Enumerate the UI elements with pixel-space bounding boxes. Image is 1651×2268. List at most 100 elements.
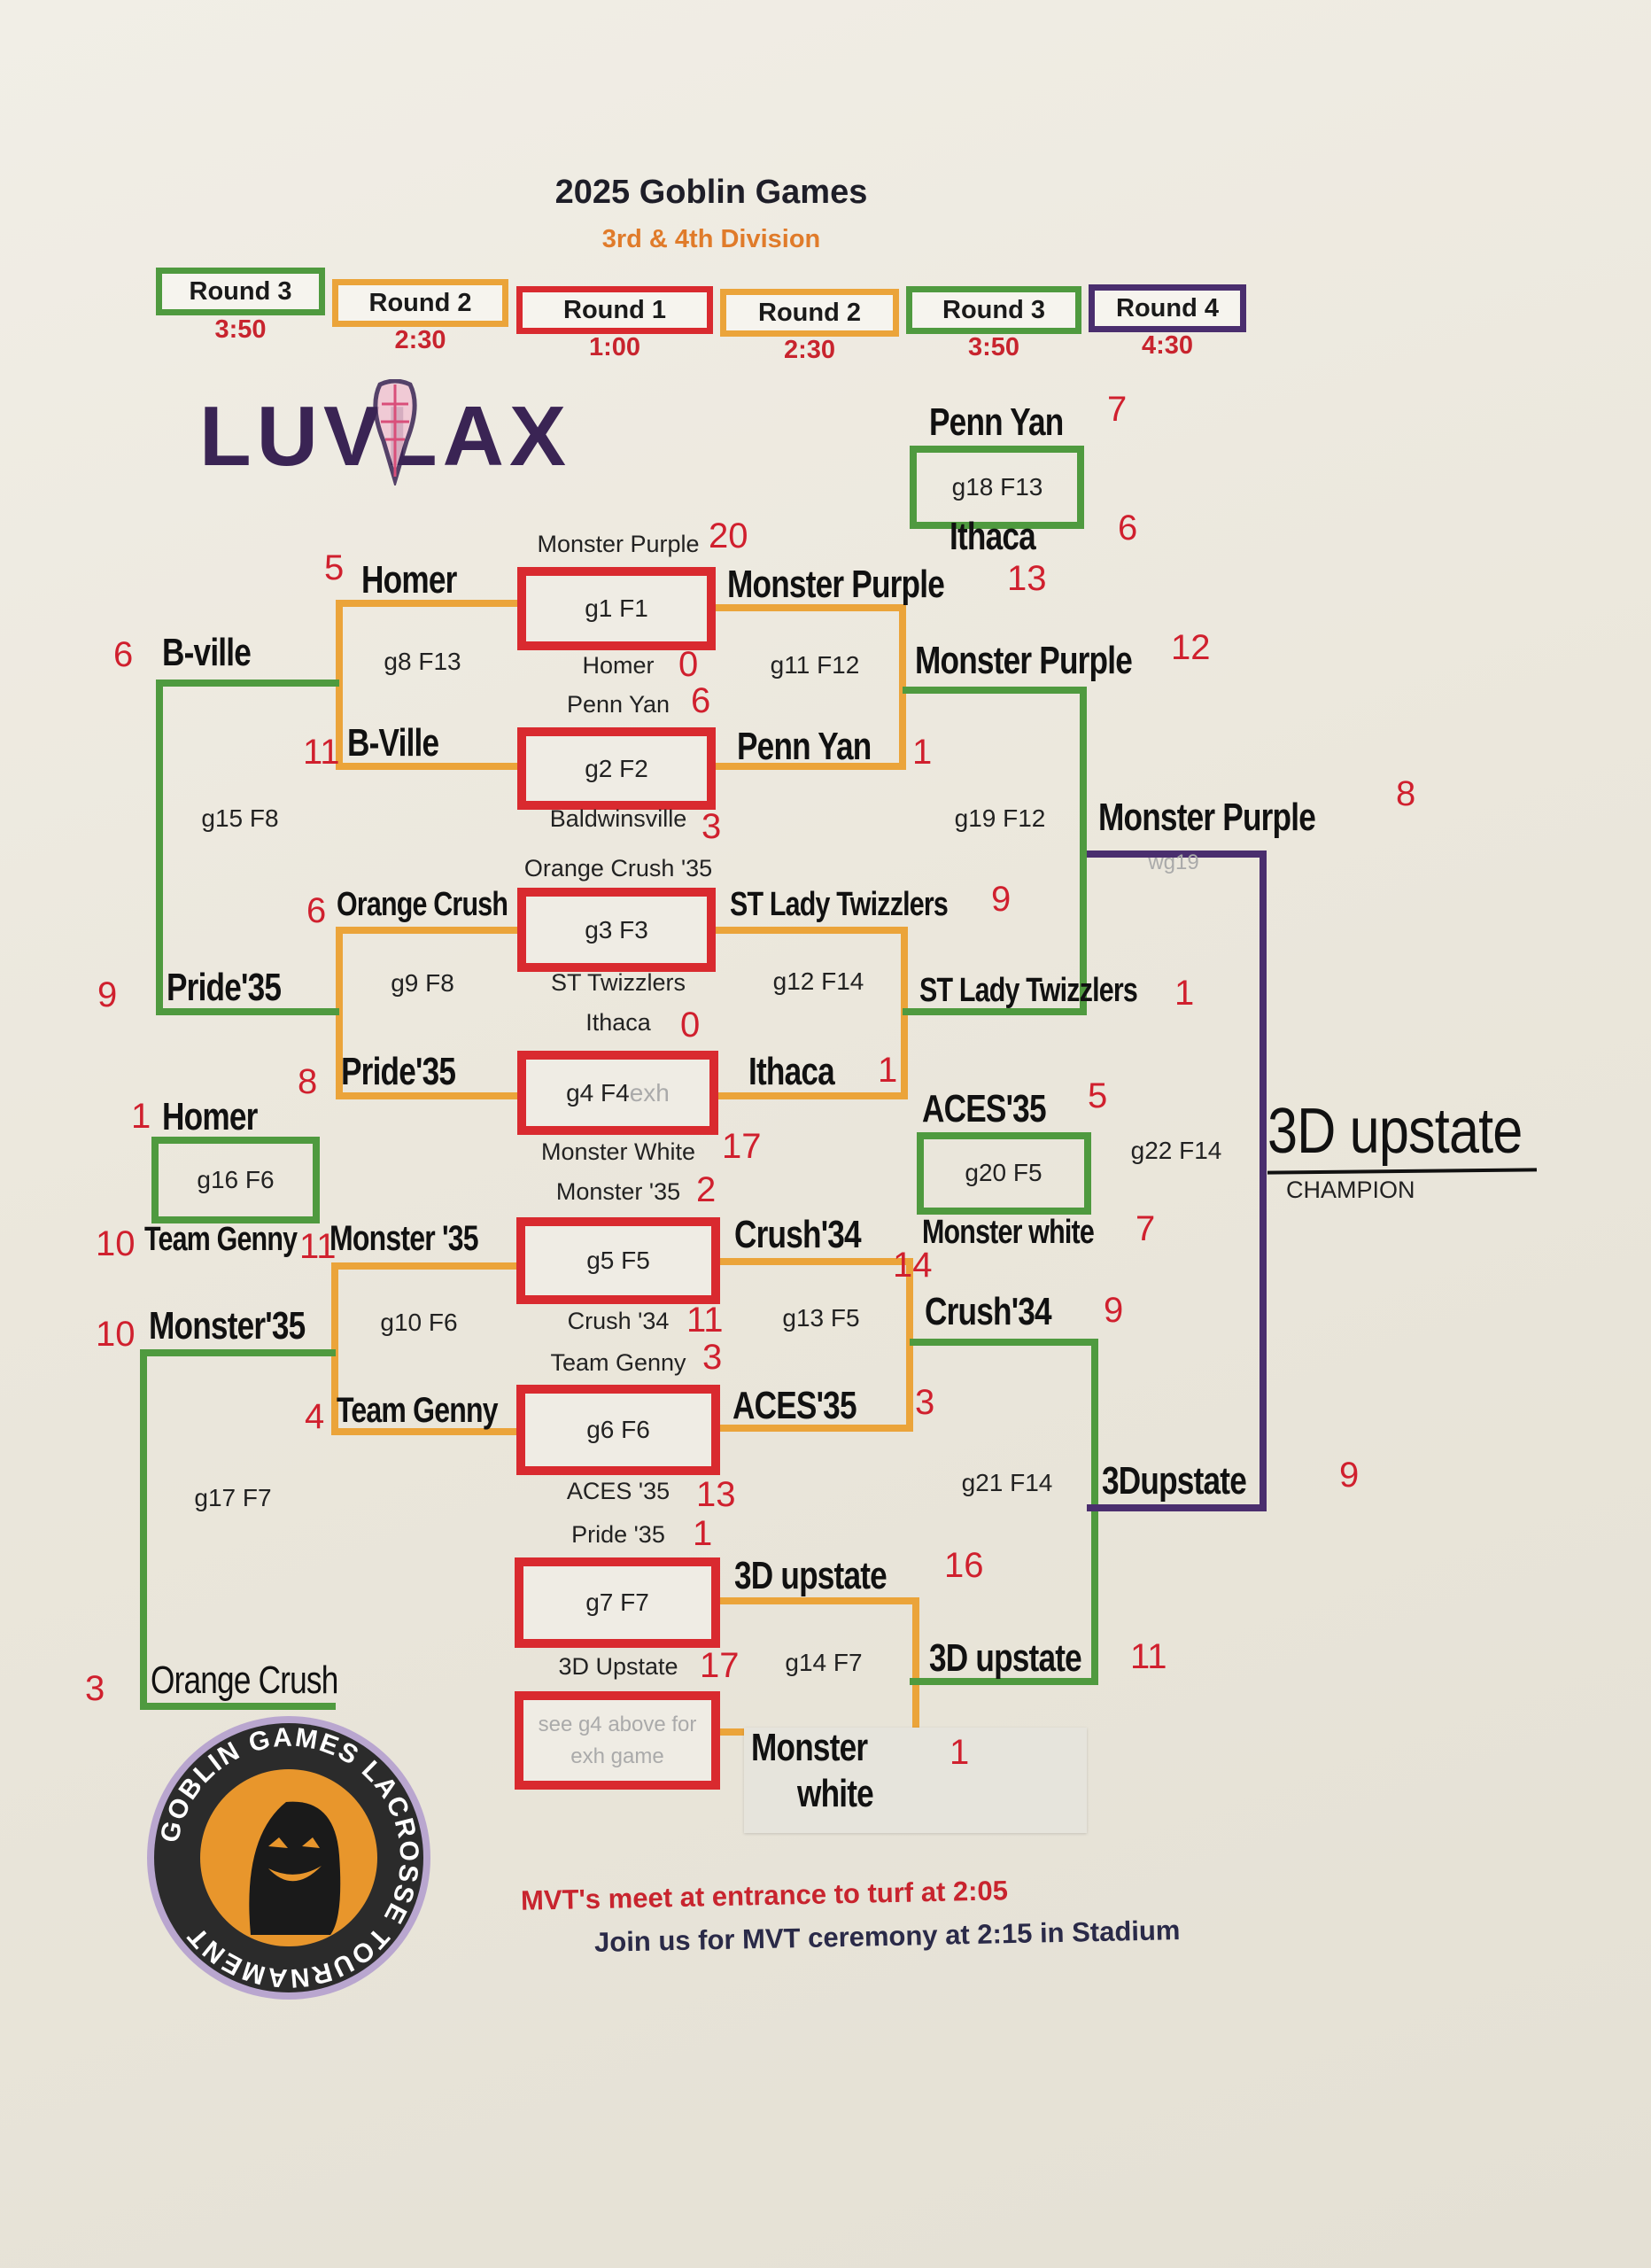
- game-box-g2: g2 F2: [517, 727, 716, 810]
- round-header-1: Round 1: [516, 286, 713, 334]
- score: 1: [912, 733, 933, 772]
- score: 6: [691, 681, 711, 720]
- bracket-g21: [910, 1339, 1098, 1685]
- game-label: g7 F7: [585, 1588, 649, 1616]
- handwritten-team: white: [797, 1772, 874, 1815]
- score: 7: [1107, 390, 1128, 429]
- round-time: 2:30: [394, 326, 446, 354]
- round-header-3-right: Round 3: [906, 286, 1081, 334]
- score: 17: [700, 1646, 740, 1685]
- score: 1: [950, 1733, 970, 1772]
- printed-team: Ithaca: [585, 1009, 651, 1036]
- score: 5: [324, 548, 345, 587]
- exh-note-line: see g4 above for: [538, 1712, 697, 1736]
- exhibition-note: exh: [629, 1078, 670, 1107]
- handwritten-team: ST Lady Twizzlers: [919, 972, 1138, 1009]
- score: 6: [306, 891, 327, 930]
- score: 9: [97, 975, 118, 1014]
- handwritten-team: Team Genny: [144, 1221, 298, 1258]
- game-label-g20: g20 F5: [965, 1159, 1043, 1186]
- round-header-3-left: Round 3: [156, 268, 325, 315]
- round-time: 2:30: [783, 336, 836, 364]
- handwritten-team: Orange Crush: [337, 886, 508, 923]
- game-box-g6: g6 F6: [516, 1385, 720, 1475]
- score: 17: [722, 1127, 762, 1166]
- game-label: g3 F3: [585, 915, 648, 944]
- score: 9: [1339, 1456, 1360, 1495]
- score: 13: [1007, 559, 1047, 598]
- round-header-2-left: Round 2: [332, 279, 508, 327]
- score: 13: [696, 1475, 736, 1514]
- game-label-g12: g12 F14: [772, 967, 864, 995]
- handwritten-team: Ithaca: [950, 515, 1036, 558]
- score: 11: [1130, 1637, 1167, 1676]
- handwritten-team: 3Dupstate: [1102, 1459, 1247, 1503]
- round-header-4: Round 4: [1089, 284, 1246, 332]
- score: 8: [298, 1062, 318, 1101]
- bracket-g17: [140, 1349, 336, 1710]
- printed-team: Monster White: [540, 1138, 696, 1165]
- game-label-g17: g17 F7: [194, 1484, 272, 1511]
- box-g20: [917, 1132, 1091, 1215]
- handwritten-team: Crush'34: [925, 1290, 1052, 1333]
- score: 1: [878, 1051, 898, 1090]
- round-time: 1:00: [588, 333, 641, 361]
- game-box-g3: g3 F3: [517, 888, 716, 972]
- score: 9: [991, 880, 1012, 919]
- handwritten-team: B-Ville: [347, 721, 439, 765]
- tape-note: Monster white 1: [744, 1726, 1087, 1833]
- score: 10: [96, 1315, 136, 1354]
- handwritten-team: Monster'35: [149, 1304, 306, 1348]
- handwritten-team: Pride'35: [341, 1050, 456, 1093]
- score: 0: [678, 645, 699, 684]
- score: 3: [85, 1669, 105, 1708]
- footer-mvt-ceremony: Join us for MVT ceremony at 2:15 in Stad…: [593, 1915, 1181, 1958]
- score: 5: [1088, 1076, 1108, 1115]
- round-time: 3:50: [967, 333, 1020, 361]
- game-label-g18: g18 F13: [951, 473, 1043, 501]
- printed-team: Pride '35: [571, 1521, 665, 1548]
- handwritten-team: ACES'35: [732, 1384, 857, 1427]
- game-label-g8: g8 F13: [384, 648, 461, 675]
- handwritten-team: Monster Purple: [915, 639, 1133, 682]
- champion-name: 3D upstate: [1267, 1096, 1523, 1167]
- score: 1: [131, 1097, 151, 1136]
- handwritten-team: Ithaca: [748, 1050, 835, 1093]
- bracket-g22: [1087, 850, 1267, 1511]
- score: 4: [305, 1397, 325, 1436]
- handwritten-team: Monster: [751, 1726, 868, 1769]
- handwritten-team: Crush'34: [734, 1213, 862, 1256]
- score: 9: [1104, 1291, 1124, 1330]
- game-label-g9: g9 F8: [391, 969, 454, 997]
- handwritten-team: Team Genny: [337, 1391, 498, 1430]
- handwritten-team: Penn Yan: [737, 725, 872, 768]
- handwritten-team: Orange Crush: [151, 1658, 338, 1702]
- game-label-g21: g21 F14: [961, 1469, 1053, 1496]
- score: 11: [686, 1301, 724, 1340]
- handwritten-team: ST Lady Twizzlers: [730, 886, 949, 923]
- score: 20: [709, 517, 748, 555]
- bracket-g8: [336, 600, 522, 770]
- exh-note-line: exh game: [570, 1744, 664, 1768]
- game-box-exhibition-note: see g4 above for exh game: [515, 1691, 720, 1790]
- printed-team: Crush '34: [567, 1308, 670, 1334]
- handwritten-team: Pride'35: [167, 966, 282, 1009]
- champion-label: CHAMPION: [1286, 1177, 1415, 1203]
- game-label-g14: g14 F7: [785, 1649, 863, 1676]
- score: 1: [1174, 974, 1195, 1013]
- game-label: g4 F4: [566, 1078, 630, 1107]
- division-subtitle: 3rd & 4th Division: [601, 225, 821, 253]
- page-title: 2025 Goblin Games: [554, 174, 868, 211]
- score: 12: [1171, 628, 1211, 667]
- round-time: 3:50: [214, 315, 267, 344]
- score: 3: [701, 807, 722, 846]
- game-label: g5 F5: [586, 1247, 650, 1274]
- game-label-g16: g16 F6: [197, 1166, 275, 1193]
- winner-placeholder-wg19: wg19: [1148, 850, 1199, 874]
- printed-team: ST Twizzlers: [550, 969, 686, 996]
- printed-team: Orange Crush '35: [523, 855, 713, 882]
- handwritten-team: Homer: [162, 1095, 258, 1138]
- score: 14: [893, 1246, 933, 1285]
- handwritten-team: Monster white: [922, 1214, 1095, 1251]
